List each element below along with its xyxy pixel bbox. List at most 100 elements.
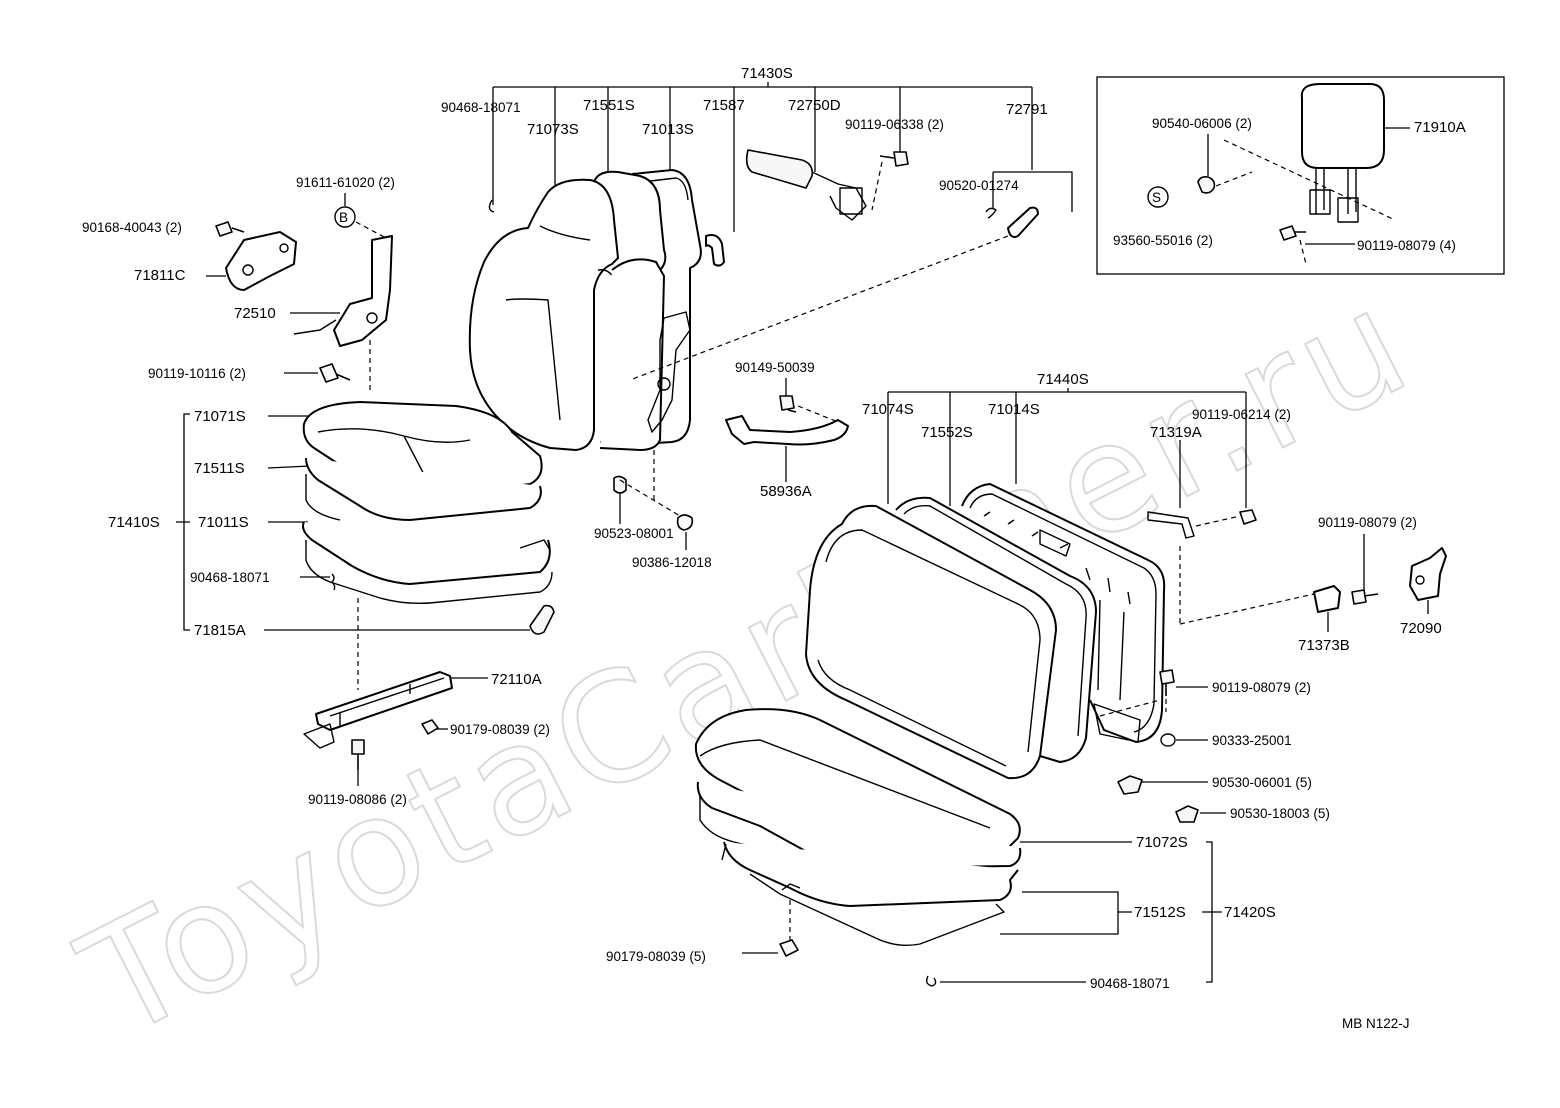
- cushion-pad-side: [305, 474, 341, 521]
- recliner-plate: [647, 311, 691, 433]
- headrest-guide-left: [1309, 189, 1331, 215]
- belt-buckle: [745, 149, 814, 189]
- front-seatback: [468, 149, 1039, 451]
- label-90119-06338: 90119-06338 (2): [845, 117, 944, 132]
- leader-71511s: [267, 465, 311, 469]
- cushion-frame: [302, 521, 551, 585]
- label-71815a: 71815A: [194, 622, 246, 639]
- label-90523-08001: 90523-08001: [594, 526, 674, 541]
- callout-b: B: [339, 210, 348, 225]
- part-71373b: [1313, 585, 1341, 613]
- left-hinge-parts: 91611-61020 (2) B 90168-40043 (2) 71811C…: [82, 175, 395, 390]
- plate-71811c-hole: [242, 264, 254, 276]
- label-90540-06006: 90540-06006 (2): [1152, 116, 1252, 131]
- label-71511s: 71511S: [194, 460, 245, 477]
- label-72090: 72090: [1400, 620, 1442, 637]
- label-71071s: 71071S: [194, 408, 246, 425]
- belt-retractor: [839, 187, 863, 215]
- bolt-90119-08079-2b: [1159, 669, 1175, 696]
- label-71373b: 71373B: [1298, 637, 1350, 654]
- headrest-pad: [1300, 83, 1385, 169]
- belt-anchor: [811, 171, 867, 221]
- back-cover-seam-1: [539, 225, 591, 241]
- label-71072s: 71072S: [1136, 834, 1188, 851]
- clip-90468-top: [488, 199, 495, 213]
- cushion-cover-seam: [317, 428, 471, 443]
- clip-90468-bot: [925, 975, 937, 987]
- rear-seatback: 71440S 71074S 71014S 90119-06214 (2) 715…: [805, 371, 1315, 780]
- track-rail-detail: [329, 677, 445, 726]
- rear-cushion-cover: [694, 708, 1021, 863]
- label-90119-08079-2a: 90119-08079 (2): [1318, 515, 1417, 530]
- rear-cushion-frame: [723, 841, 1019, 907]
- label-90149-50039: 90149-50039: [735, 360, 815, 375]
- bolt-90149: [779, 395, 797, 413]
- back-cover-seam-2: [505, 298, 561, 421]
- label-72750d: 72750D: [788, 97, 841, 114]
- clip-90520: [985, 207, 997, 219]
- headrest-stays: [1315, 168, 1357, 214]
- rear-cushion: 90179-08039 (5) 90468-18071 71072S 71512…: [606, 708, 1276, 991]
- label-90179-08039-2: 90179-08039 (2): [450, 722, 550, 737]
- front-cushion: 71071S 71511S 71410S 71011S 90468-18071 …: [108, 401, 555, 690]
- label-71319a: 71319A: [1150, 424, 1202, 441]
- bolt-90168: [215, 221, 245, 237]
- dash-71373b: [1179, 593, 1315, 625]
- watermark: ToyotaCarMiner.ru: [55, 253, 1438, 1073]
- lever-72791: [1007, 206, 1039, 238]
- inset-frame: [1096, 76, 1505, 275]
- bracket-71410s: [176, 413, 190, 631]
- track-handle: [303, 723, 335, 749]
- bolt-90119-10116: [319, 363, 351, 383]
- label-71410s: 71410S: [108, 514, 160, 531]
- label-90468-18071-top: 90468-18071: [441, 100, 521, 115]
- label-71074s: 71074S: [862, 401, 914, 418]
- seat-track: 72110A 90179-08039 (2) 90119-08086 (2): [303, 671, 550, 807]
- label-90386-12018: 90386-12018: [632, 555, 712, 570]
- label-90468-18071-mid: 90468-18071: [190, 570, 270, 585]
- label-90168-40043: 90168-40043 (2): [82, 220, 182, 235]
- recliner-pivot: [657, 377, 671, 391]
- callout-s: S: [1152, 190, 1161, 205]
- bolt-90119-06338: [879, 151, 909, 167]
- part-90386: [676, 514, 694, 531]
- right-small-parts: 90119-08079 (2) 71373B 72090 90119-08079…: [1117, 515, 1447, 823]
- cushion-frame-lever: [519, 539, 551, 551]
- diagram-code: MB N122-J: [1342, 1016, 1410, 1031]
- bracket-71512s: [1000, 891, 1132, 935]
- label-90179-08039-5: 90179-08039 (5): [606, 949, 706, 964]
- bracket-90520: [992, 171, 1073, 212]
- back-side-panel: [599, 258, 665, 451]
- rear-back-pad-inner: [903, 504, 1087, 737]
- label-90119-10116: 90119-10116 (2): [148, 366, 246, 381]
- rear-back-frame-inner: [969, 493, 1157, 733]
- dash-b: [355, 221, 387, 239]
- plate-71811c: [225, 231, 297, 291]
- label-71011s: 71011S: [198, 514, 249, 531]
- nut-90179-5: [779, 939, 799, 957]
- bracket-58936a: [725, 415, 849, 446]
- dash-90149: [797, 405, 839, 423]
- rear-back-frame-slots: [983, 511, 1131, 701]
- hinge-72510: [333, 235, 393, 347]
- clip-90468-mid: [331, 573, 336, 591]
- label-72791: 72791: [1006, 101, 1048, 118]
- cushion-pad: [305, 457, 542, 521]
- headrest-inset: S 71910A 90540-06006 (2) 93560-55016 (2)…: [1096, 76, 1505, 275]
- hinge-72510-rod: [293, 319, 337, 335]
- group-71430s: 71430S 90468-18071 71551S 71587 72750D 7…: [441, 65, 1073, 232]
- rear-cushion-frame-legs: [721, 843, 801, 891]
- nut-90179-2: [421, 719, 439, 735]
- rear-back-cover-seam: [825, 529, 1041, 753]
- dash-inset-2: [1215, 171, 1253, 187]
- label-71552s: 71552S: [921, 424, 973, 441]
- cushion-frame-base: [305, 540, 553, 605]
- rear-cushion-frame-base: [749, 873, 1005, 947]
- part-72090-hole: [1415, 575, 1425, 585]
- headrest-cap: [1197, 176, 1216, 194]
- rear-cushion-seam: [699, 739, 991, 829]
- callout-s-circle: [1147, 186, 1169, 208]
- label-90119-08086: 90119-08086 (2): [308, 792, 407, 807]
